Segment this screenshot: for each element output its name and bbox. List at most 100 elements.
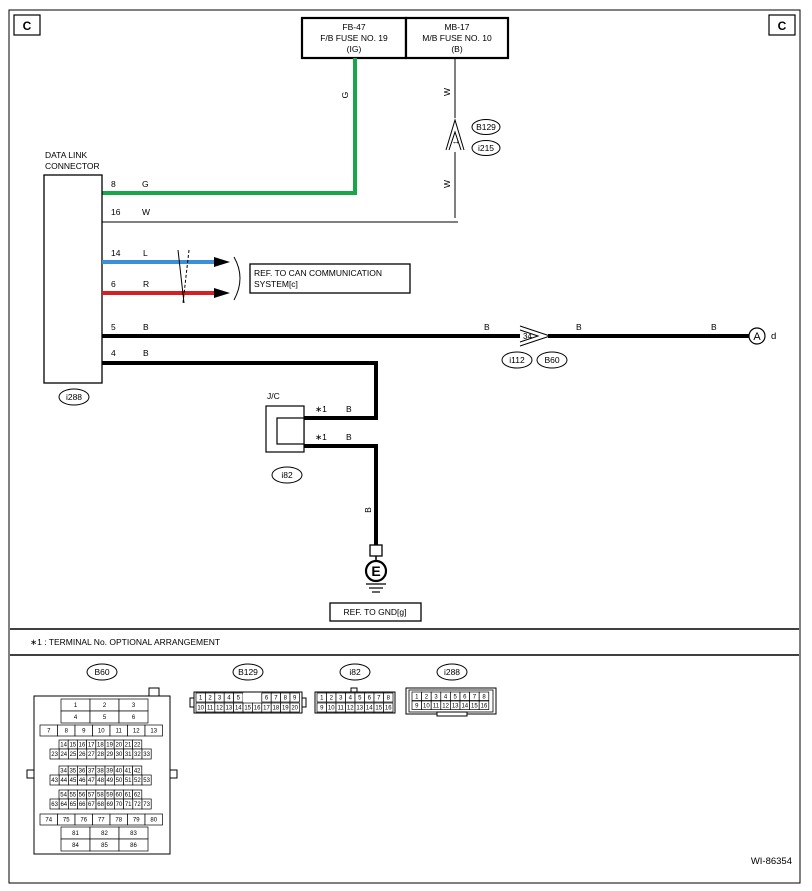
b60-pin-label: 85 xyxy=(101,843,108,849)
connector-tag-i288: i288 xyxy=(436,663,468,681)
dlc-title-line1: DATA LINK xyxy=(45,150,88,160)
b60-pin-label: 74 xyxy=(45,818,52,824)
b60-pin-label: 4 xyxy=(74,715,78,721)
jc-star-upper: ∗1 xyxy=(315,404,327,414)
i288-pin-label: 9 xyxy=(415,703,419,709)
b60-pin-label: 66 xyxy=(79,802,86,808)
b129-pin-label: 15 xyxy=(244,706,251,712)
i288-pin-label: 1 xyxy=(415,694,419,700)
twisted-pair-mark xyxy=(177,249,185,304)
dlc-pin-14: 14 xyxy=(111,248,121,258)
corner-label-right: C xyxy=(768,14,796,36)
i288-pin-label: 2 xyxy=(425,694,429,700)
b60-pin-label: 40 xyxy=(115,769,122,775)
b60-pin-label: 15 xyxy=(69,743,76,749)
b60-pin-label: 34 xyxy=(60,769,67,775)
svg-text:MB-17: MB-17 xyxy=(444,22,469,32)
b60-pin-label: 2 xyxy=(103,703,107,709)
b129-pin-label: 1 xyxy=(199,696,203,702)
b129-pin-label: 11 xyxy=(207,706,214,712)
b60-pin-label: 48 xyxy=(97,778,104,784)
b60-pin-label: 72 xyxy=(134,802,141,808)
dlc-pin-5: 5 xyxy=(111,322,116,332)
svg-text:B60: B60 xyxy=(544,355,559,365)
svg-text:REF. TO GND[g]: REF. TO GND[g] xyxy=(344,607,407,617)
i82-pin-label: 16 xyxy=(385,706,392,712)
svg-text:M/B FUSE NO. 10: M/B FUSE NO. 10 xyxy=(422,33,492,43)
joint-connector-jc xyxy=(265,405,305,453)
b60-pin-label: 24 xyxy=(60,752,67,758)
svg-text:1: 1 xyxy=(454,140,460,144)
i288-pin-label: 15 xyxy=(471,703,478,709)
i288-pin-cell xyxy=(478,691,490,701)
b60-pin-label: 29 xyxy=(106,752,113,758)
b60-pin-label: 9 xyxy=(82,729,86,735)
b60-pin-cell xyxy=(141,748,152,760)
i82-pin-label: 7 xyxy=(377,696,381,702)
i288-pin-label: 5 xyxy=(454,694,458,700)
b60-pin-label: 53 xyxy=(143,778,150,784)
dlc-tag: i288 xyxy=(58,388,90,406)
i288-pin-label: 11 xyxy=(433,703,440,709)
b60-pin-label: 76 xyxy=(80,818,87,824)
b60-pin-label: 30 xyxy=(116,752,123,758)
b129-pin-label: 13 xyxy=(226,706,233,712)
wire-label-w: W xyxy=(142,207,150,217)
dlc-pin-6: 6 xyxy=(111,279,116,289)
b129-pin-label: 7 xyxy=(274,696,278,702)
b129-pin-cell xyxy=(289,692,300,703)
b60-pin-label: 19 xyxy=(106,743,113,749)
svg-text:i215: i215 xyxy=(478,143,494,153)
b60-pin-label: 10 xyxy=(98,729,105,735)
jc-star-lower: ∗1 xyxy=(315,432,327,442)
dlc-pin-4: 4 xyxy=(111,348,116,358)
svg-text:B129: B129 xyxy=(476,122,496,132)
dlc-pin-8: 8 xyxy=(111,179,116,189)
b60-pin-label: 26 xyxy=(79,752,86,758)
svg-text:FB-47: FB-47 xyxy=(342,22,365,32)
b60-pin-label: 42 xyxy=(134,769,141,775)
b60-pin-label: 58 xyxy=(97,793,104,799)
b60-pin-label: 12 xyxy=(133,729,140,735)
b60-pin-cell xyxy=(144,724,163,737)
b60-pin-label: 75 xyxy=(63,818,70,824)
i288-pin-label: 3 xyxy=(434,694,438,700)
i288-pin-label: 6 xyxy=(463,694,467,700)
b60-pin-label: 6 xyxy=(132,715,136,721)
b60-pin-label: 49 xyxy=(106,778,113,784)
b129-pin-label: 4 xyxy=(227,696,231,702)
jc-label: J/C xyxy=(267,391,280,401)
connector-tag-b60: B60 xyxy=(86,663,118,681)
i82-pin-cell xyxy=(383,702,394,713)
b60-pin-label: 47 xyxy=(88,778,95,784)
b129-pin-label: 17 xyxy=(263,706,270,712)
wire-b-pin4 xyxy=(102,361,378,420)
i82-pin-label: 14 xyxy=(366,706,373,712)
b129-pin-label: 6 xyxy=(265,696,269,702)
b129-pin-label: 5 xyxy=(237,696,241,702)
b60-pin-label: 55 xyxy=(69,793,76,799)
b60-pin-label: 7 xyxy=(47,729,51,735)
b60-pin-label: 84 xyxy=(72,843,79,849)
i82-pin-label: 3 xyxy=(339,696,343,702)
arrow-r xyxy=(214,288,230,298)
svg-text:i288: i288 xyxy=(66,392,82,402)
b60-pin-label: 17 xyxy=(88,743,95,749)
b60-pin-label: 73 xyxy=(143,802,150,808)
b129-pin-label: 14 xyxy=(235,706,242,712)
twisted-pair-mark-dashed xyxy=(182,249,190,304)
b60-pin-cell xyxy=(141,798,152,810)
svg-text:B60: B60 xyxy=(94,667,109,677)
b129-pin-label: 18 xyxy=(273,706,280,712)
b60-pin-label: 78 xyxy=(115,818,122,824)
b60-pin-label: 57 xyxy=(88,793,95,799)
b60-pin-label: 25 xyxy=(70,752,77,758)
b60-pin-label: 18 xyxy=(97,743,104,749)
svg-text:(B): (B) xyxy=(451,44,463,54)
dlc-body xyxy=(43,174,103,384)
svg-text:A: A xyxy=(753,331,761,343)
outer-frame xyxy=(8,9,801,884)
b60-pin-label: 81 xyxy=(72,831,79,837)
